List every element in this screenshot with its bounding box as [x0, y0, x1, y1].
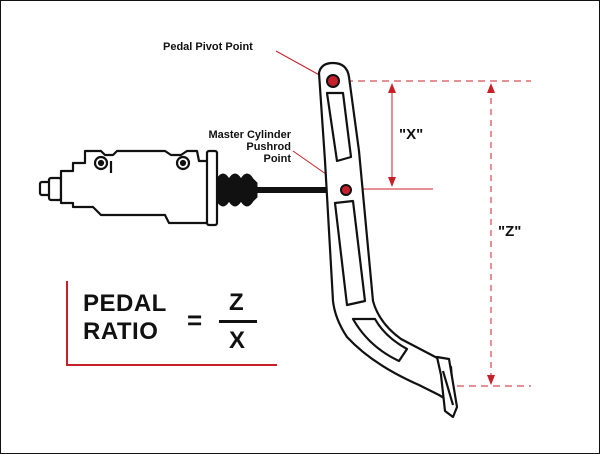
master-cylinder-label-line1: Master Cylinder — [208, 129, 291, 141]
pushrod-boot — [216, 173, 258, 207]
z-dimension-label: "Z" — [498, 223, 522, 240]
formula-fraction-bar — [219, 320, 257, 323]
pedal-ratio-formula: PEDAL RATIO = Z X — [67, 281, 277, 365]
z-dimension-arrow — [487, 83, 495, 385]
formula-numerator: Z — [229, 289, 244, 316]
pedal-pivot-label: Pedal Pivot Point — [163, 41, 253, 53]
master-cylinder — [38, 149, 219, 227]
formula-equals-sign: = — [187, 305, 203, 335]
pedal-pivot-point — [326, 74, 340, 88]
formula-denominator: X — [229, 327, 246, 354]
pedal-arm — [317, 61, 459, 419]
master-cylinder-label: Master Cylinder Pushrod Point — [208, 129, 291, 165]
pivot-leader-line — [275, 50, 324, 78]
formula-word-pedal: PEDAL — [83, 290, 167, 317]
formula-bracket — [66, 281, 277, 366]
master-cylinder-label-line2: Pushrod — [246, 141, 291, 153]
x-dimension-arrow — [388, 83, 396, 187]
formula-word-ratio: RATIO — [83, 318, 159, 345]
pushrod-point — [340, 184, 352, 196]
x-dimension-label: "X" — [399, 126, 424, 143]
master-cylinder-label-line3: Point — [263, 153, 292, 165]
